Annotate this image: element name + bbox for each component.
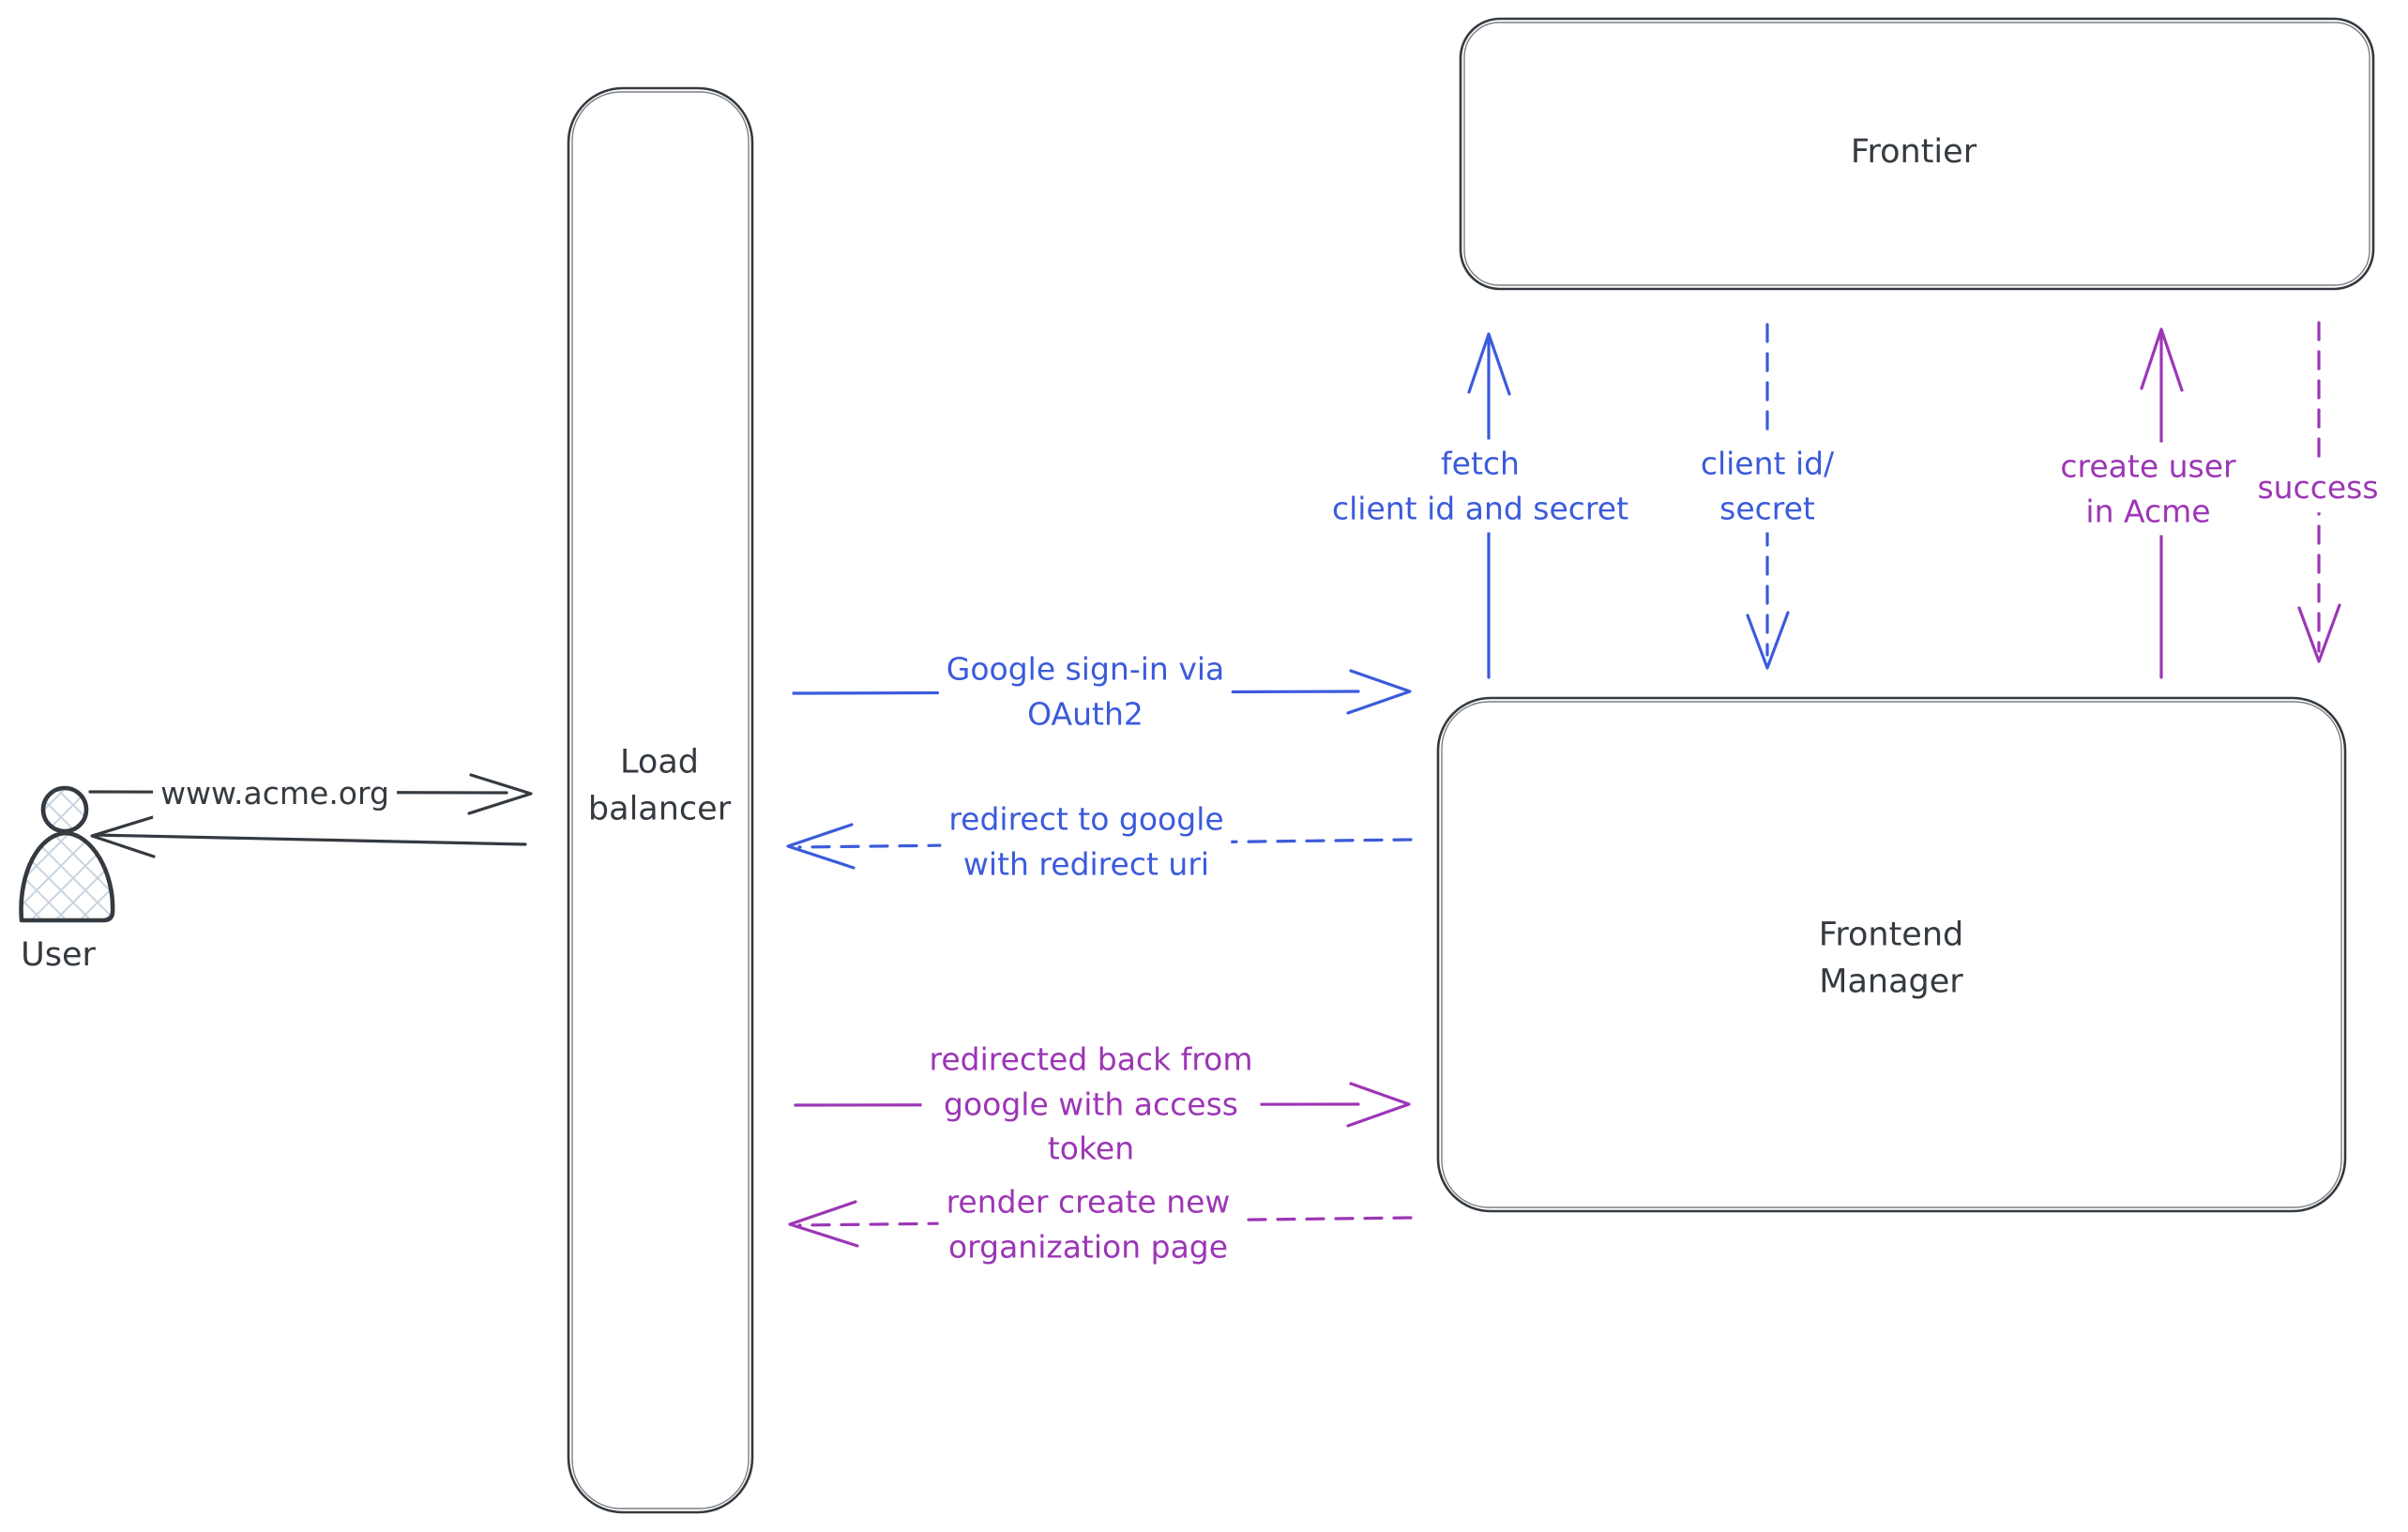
arrow-success bbox=[2297, 321, 2341, 663]
user-label: User bbox=[21, 935, 96, 974]
edge-label-clientid-secret: client id/ secret bbox=[1692, 439, 1842, 533]
edge-label-render-org-page: render create new organization page bbox=[938, 1177, 1238, 1271]
load-balancer-label: Load balancer bbox=[587, 743, 732, 828]
arrow-clientid-secret bbox=[1746, 323, 1790, 670]
user-figure bbox=[19, 785, 115, 923]
frontier-label: Frontier bbox=[1850, 132, 1977, 171]
edge-label-success: success bbox=[2249, 463, 2386, 512]
edge-label-google-signin: Google sign-in via OAuth2 bbox=[938, 645, 1233, 738]
frontier-box bbox=[1459, 17, 2375, 291]
edge-label-fetch-client: fetch client id and secret bbox=[1324, 439, 1637, 533]
frontend-manager-box bbox=[1436, 696, 2347, 1213]
edge-label-create-user: create user in Acme bbox=[2052, 442, 2244, 536]
arrow-response-to-user bbox=[90, 815, 527, 858]
edge-label-www-acme: www.acme.org bbox=[153, 769, 397, 818]
load-balancer-box bbox=[567, 86, 754, 1514]
frontend-manager-label: Frontend Manager bbox=[1818, 916, 1964, 1001]
edge-label-redirected-back: redirected back from google with access … bbox=[921, 1035, 1261, 1174]
edge-label-redirect-google: redirect to google with redirect uri bbox=[941, 795, 1232, 888]
